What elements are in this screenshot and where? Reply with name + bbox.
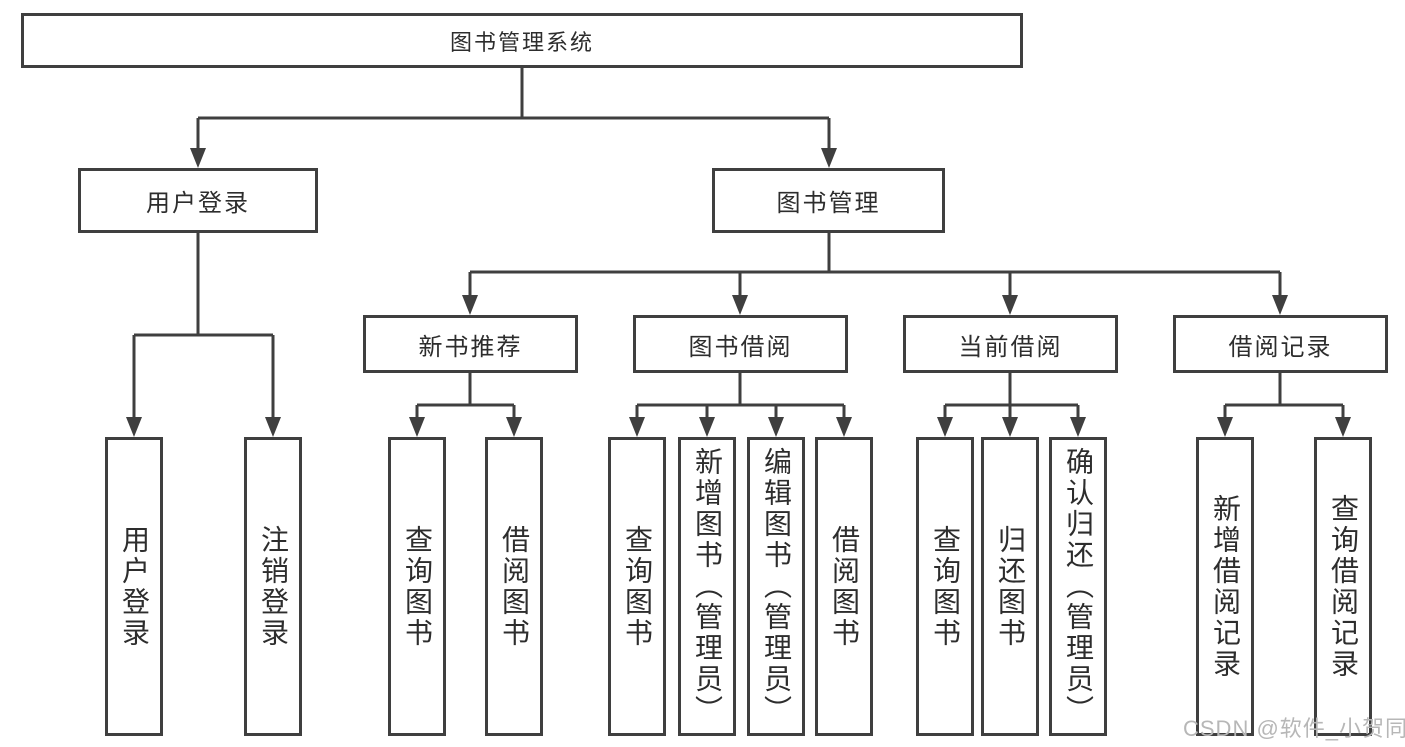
node-new-book-recommend: 新书推荐: [363, 315, 578, 373]
connector-new-book-recommend-to-leaves: [415, 373, 516, 419]
node-leaf-query-books-current-label: 查询图书: [930, 524, 961, 649]
node-leaf-add-book-admin: 新增图书（管理员）: [678, 437, 736, 736]
connector-book-management-to-level3: [468, 233, 1282, 297]
node-user-login: 用户登录: [78, 168, 318, 233]
node-current-borrow: 当前借阅: [903, 315, 1118, 373]
node-leaf-edit-book-admin-label: 编辑图书（管理员）: [761, 447, 792, 726]
connector-current-borrow-to-leaves: [943, 373, 1080, 419]
node-book-management: 图书管理: [712, 168, 945, 233]
node-current-borrow-label: 当前借阅: [958, 333, 1063, 361]
arrowheads-level2: [190, 148, 837, 168]
node-leaf-add-borrow-record-label: 新增借阅记录: [1210, 493, 1241, 680]
node-leaf-query-borrow-record: 查询借阅记录: [1314, 437, 1372, 736]
node-book-borrow-label: 图书借阅: [688, 333, 793, 361]
node-leaf-query-books-recommend-label: 查询图书: [402, 524, 433, 649]
node-leaf-confirm-return-admin: 确认归还（管理员）: [1049, 437, 1107, 736]
node-book-management-label: 图书管理: [776, 190, 881, 217]
node-leaf-add-borrow-record: 新增借阅记录: [1196, 437, 1254, 736]
node-leaf-query-books-recommend: 查询图书: [388, 437, 446, 736]
node-leaf-borrow-books-recommend-label: 借阅图书: [499, 524, 530, 649]
connector-user-login-to-leaves: [132, 233, 275, 419]
arrowheads-current-borrow-leaves: [937, 417, 1086, 437]
arrowheads-book-borrow-leaves: [629, 417, 852, 437]
arrowheads-level3: [462, 295, 1288, 315]
node-leaf-query-books-current: 查询图书: [916, 437, 974, 736]
node-leaf-edit-book-admin: 编辑图书（管理员）: [747, 437, 805, 736]
node-leaf-logout: 注销登录: [244, 437, 302, 736]
node-leaf-add-book-admin-label: 新增图书（管理员）: [692, 447, 723, 726]
node-leaf-user-login: 用户登录: [105, 437, 163, 736]
node-leaf-logout-label: 注销登录: [258, 524, 289, 649]
node-leaf-return-book-label: 归还图书: [995, 524, 1026, 649]
connector-borrow-records-to-leaves: [1223, 373, 1345, 419]
arrowheads-user-login-leaves: [126, 417, 281, 437]
node-root-label: 图书管理系统: [449, 29, 594, 55]
node-leaf-borrow-books-borrow-label: 借阅图书: [829, 524, 860, 649]
node-leaf-borrow-books-borrow: 借阅图书: [815, 437, 873, 736]
arrowheads-borrow-records-leaves: [1217, 417, 1351, 437]
connector-root-to-level2: [196, 68, 831, 150]
arrowheads-new-book-recommend-leaves: [409, 417, 522, 437]
node-leaf-return-book: 归还图书: [981, 437, 1039, 736]
node-borrow-records-label: 借阅记录: [1228, 333, 1333, 361]
connector-book-borrow-to-leaves: [635, 373, 846, 419]
node-leaf-borrow-books-recommend: 借阅图书: [485, 437, 543, 736]
node-leaf-query-books-borrow: 查询图书: [608, 437, 666, 736]
node-new-book-recommend-label: 新书推荐: [418, 333, 523, 361]
node-user-login-label: 用户登录: [146, 190, 250, 217]
node-leaf-query-books-borrow-label: 查询图书: [622, 524, 653, 649]
node-leaf-confirm-return-admin-label: 确认归还（管理员）: [1063, 447, 1094, 726]
node-leaf-query-borrow-record-label: 查询借阅记录: [1328, 493, 1359, 680]
node-book-borrow: 图书借阅: [633, 315, 848, 373]
node-root: 图书管理系统: [21, 13, 1023, 68]
watermark: CSDN @软件_小贺同学: [1183, 716, 1405, 741]
node-leaf-user-login-label: 用户登录: [119, 524, 150, 649]
node-borrow-records: 借阅记录: [1173, 315, 1388, 373]
